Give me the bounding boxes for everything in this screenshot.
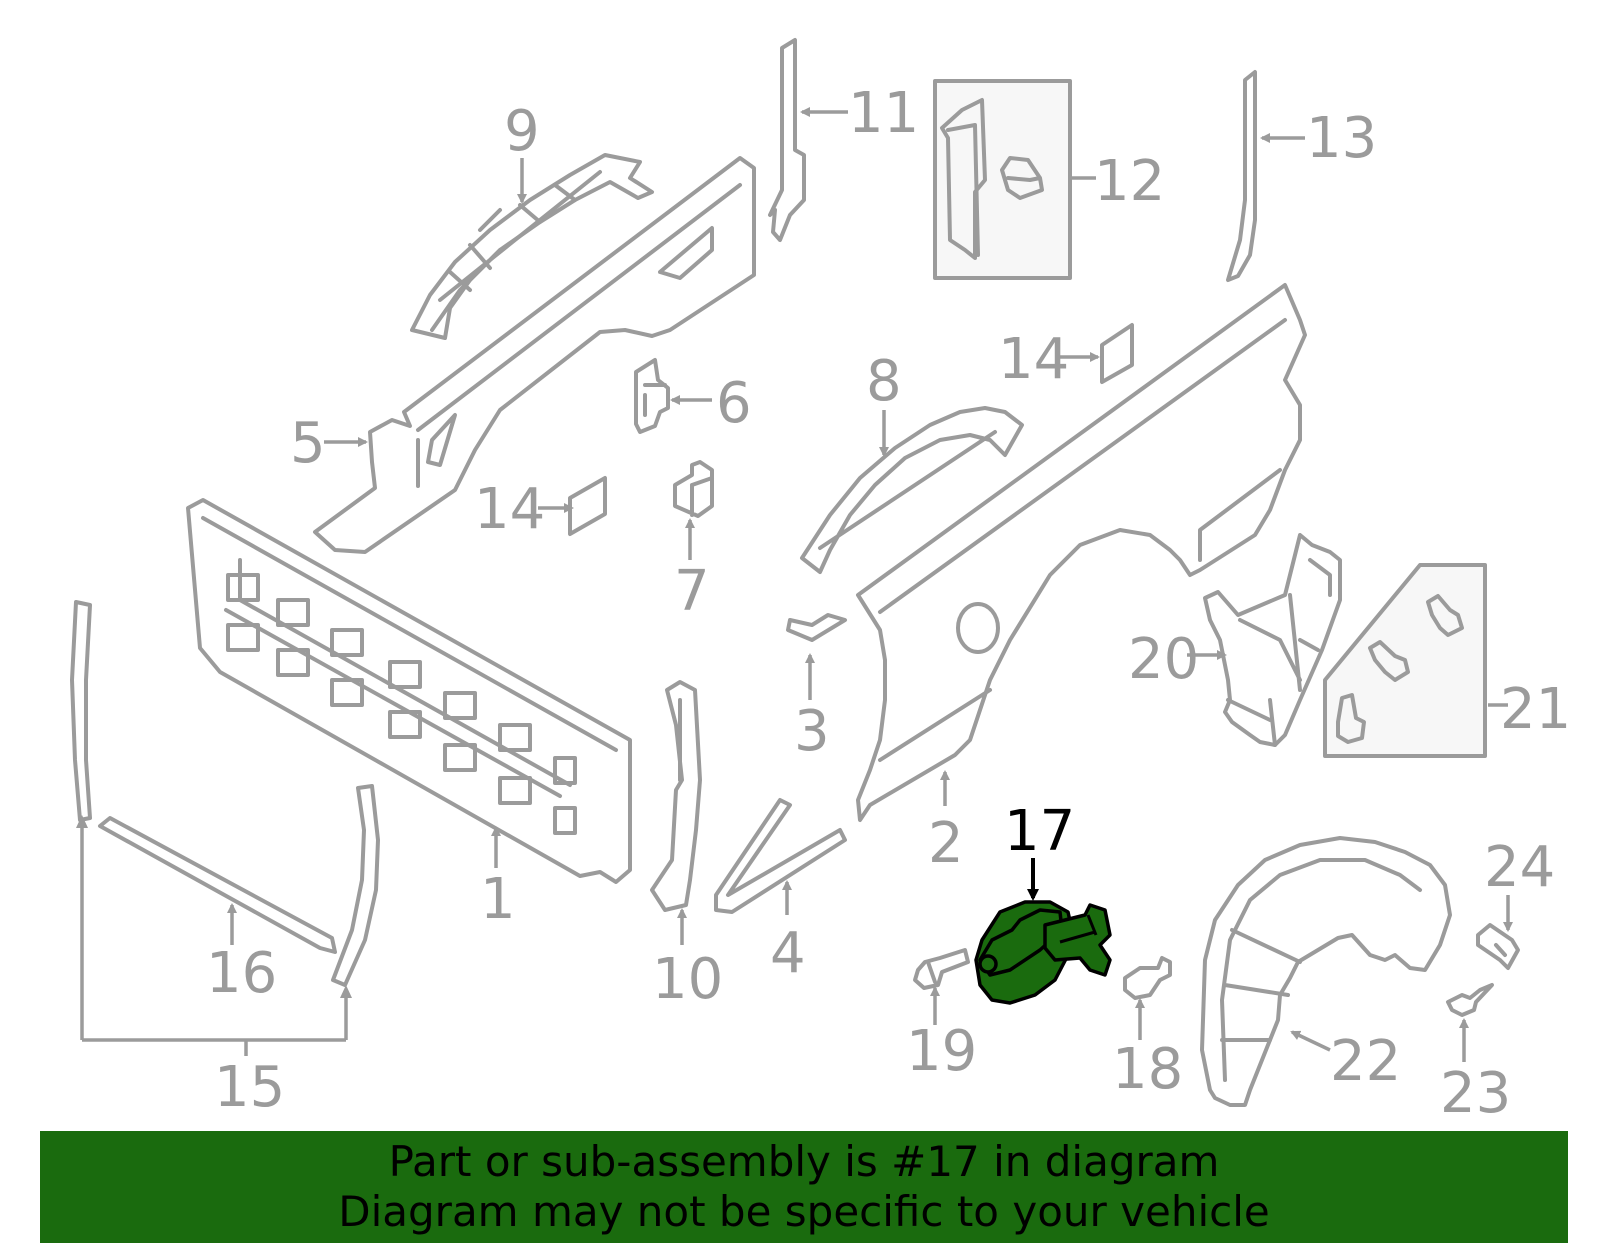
banner-line-1: Part or sub-assembly is #17 in diagram bbox=[388, 1137, 1220, 1186]
part-7-bracket bbox=[673, 460, 714, 518]
label-6: 6 bbox=[716, 371, 752, 436]
label-17: 17 bbox=[1004, 799, 1075, 864]
part-24-clip bbox=[1476, 923, 1520, 970]
label-9: 9 bbox=[504, 99, 540, 164]
banner-line-2: Diagram may not be specific to your vehi… bbox=[338, 1187, 1270, 1236]
label-11: 11 bbox=[848, 81, 919, 146]
part-18-plug bbox=[1123, 956, 1172, 1000]
part-1-front-panel bbox=[186, 498, 632, 884]
label-1: 1 bbox=[480, 867, 516, 932]
part-11-strip bbox=[768, 38, 806, 242]
label-24: 24 bbox=[1484, 835, 1555, 900]
part-8-wheelhouse-arch bbox=[800, 406, 1024, 574]
part-22-wheel-liner bbox=[1200, 836, 1452, 1107]
label-10: 10 bbox=[652, 947, 723, 1012]
label-3: 3 bbox=[794, 699, 830, 764]
leader-lines bbox=[76, 107, 1513, 1062]
part-19-bolt bbox=[913, 948, 970, 990]
part-20-bracket bbox=[1203, 533, 1342, 747]
label-14-left: 14 bbox=[474, 477, 545, 542]
info-banner: Part or sub-assembly is #17 in diagram D… bbox=[40, 1131, 1568, 1243]
label-13: 13 bbox=[1306, 106, 1377, 171]
label-14-right: 14 bbox=[998, 327, 1069, 392]
label-4: 4 bbox=[770, 921, 806, 986]
part-14-pad-b bbox=[568, 476, 607, 536]
label-15: 15 bbox=[214, 1055, 285, 1120]
part-13-strip bbox=[1226, 70, 1257, 282]
label-8: 8 bbox=[866, 349, 902, 414]
part-14-pad-a bbox=[1100, 323, 1134, 384]
part-4-strip bbox=[714, 798, 847, 914]
part-21-box bbox=[1323, 563, 1487, 758]
part-23-screw bbox=[1446, 983, 1494, 1017]
part-12-box bbox=[933, 79, 1072, 280]
label-18: 18 bbox=[1112, 1037, 1183, 1102]
part-10-pillar bbox=[650, 680, 702, 912]
label-19: 19 bbox=[906, 1019, 977, 1084]
label-22: 22 bbox=[1330, 1029, 1401, 1094]
part-17-fuel-door-highlight bbox=[974, 900, 1112, 1005]
part-15-strip-left bbox=[70, 600, 92, 822]
label-21: 21 bbox=[1500, 677, 1571, 742]
label-7: 7 bbox=[674, 559, 710, 624]
part-6-bracket bbox=[634, 358, 670, 434]
part-2-side-panel bbox=[856, 283, 1307, 822]
callout-labels: 1 2 3 4 5 6 7 8 9 10 11 12 13 14 14 15 1… bbox=[206, 81, 1571, 1126]
label-16: 16 bbox=[206, 941, 277, 1006]
label-5: 5 bbox=[290, 411, 326, 476]
part-3 bbox=[786, 613, 847, 642]
label-12: 12 bbox=[1094, 149, 1165, 214]
label-20: 20 bbox=[1128, 627, 1199, 692]
part-16-strip bbox=[98, 816, 337, 954]
part-15-strip-right bbox=[331, 784, 380, 987]
label-2: 2 bbox=[928, 811, 964, 876]
label-23: 23 bbox=[1440, 1061, 1511, 1126]
part-5-inner-panel bbox=[313, 156, 756, 554]
